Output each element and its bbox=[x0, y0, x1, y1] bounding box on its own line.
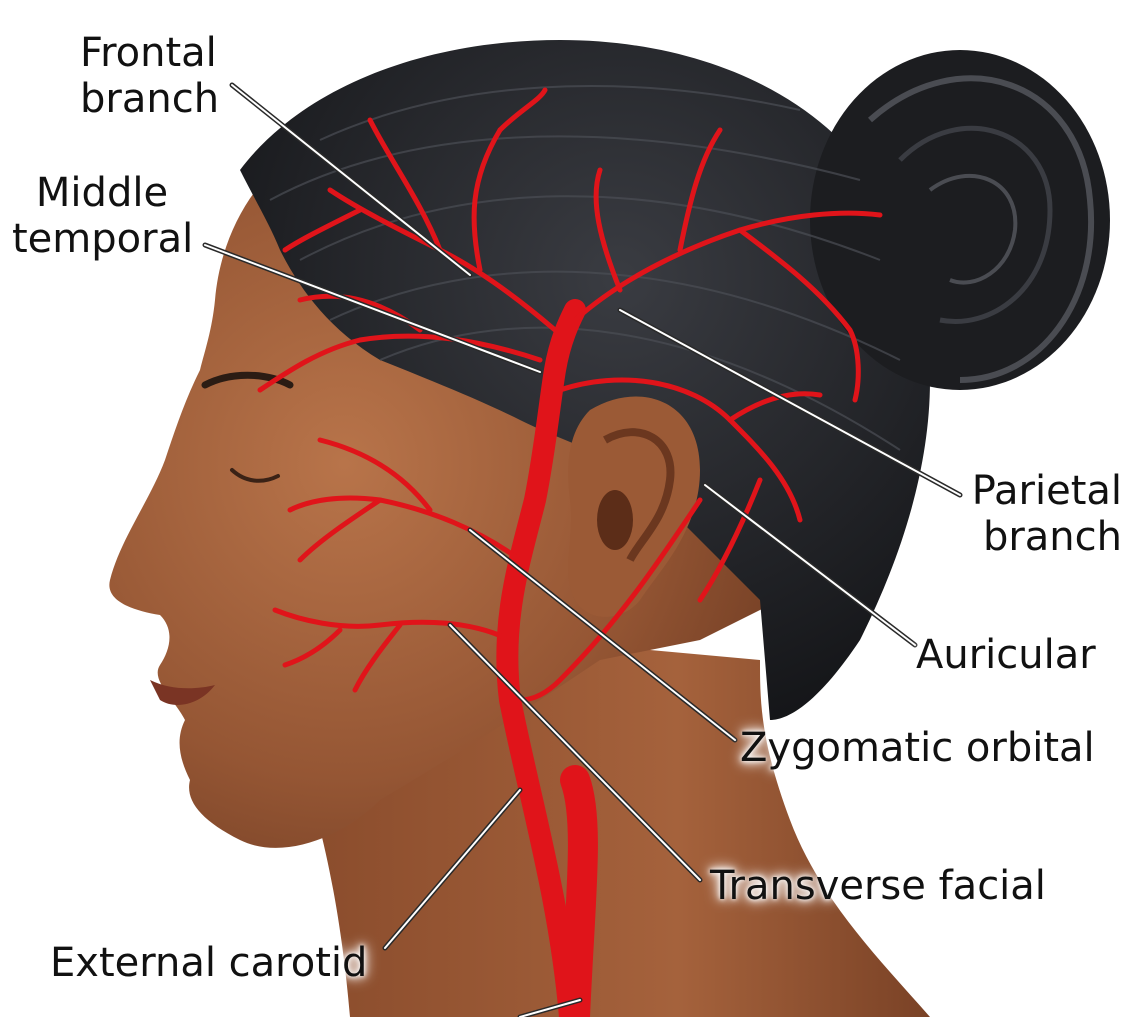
label-frontal-branch-line1: Frontal bbox=[80, 30, 219, 76]
label-auricular-text: Auricular bbox=[916, 632, 1096, 678]
label-parietal-branch: Parietal branch bbox=[972, 468, 1122, 560]
label-middle-temporal-line1: Middle bbox=[12, 170, 192, 216]
label-transverse-facial-text: Transverse facial bbox=[710, 863, 1046, 909]
label-auricular: Auricular bbox=[916, 632, 1096, 678]
label-frontal-branch-line2: branch bbox=[80, 76, 219, 122]
label-parietal-branch-line2: branch bbox=[972, 514, 1122, 560]
label-parietal-branch-line1: Parietal bbox=[972, 468, 1122, 514]
label-frontal-branch: Frontal branch bbox=[80, 30, 219, 122]
label-zygomatic-orbital: Zygomatic orbital bbox=[740, 725, 1095, 771]
label-middle-temporal-line2: temporal bbox=[12, 216, 192, 262]
label-middle-temporal: Middle temporal bbox=[12, 170, 192, 262]
label-external-carotid-text: External carotid bbox=[50, 940, 367, 986]
label-transverse-facial: Transverse facial bbox=[710, 863, 1046, 909]
label-external-carotid: External carotid bbox=[50, 940, 367, 986]
label-zygomatic-orbital-text: Zygomatic orbital bbox=[740, 725, 1095, 771]
